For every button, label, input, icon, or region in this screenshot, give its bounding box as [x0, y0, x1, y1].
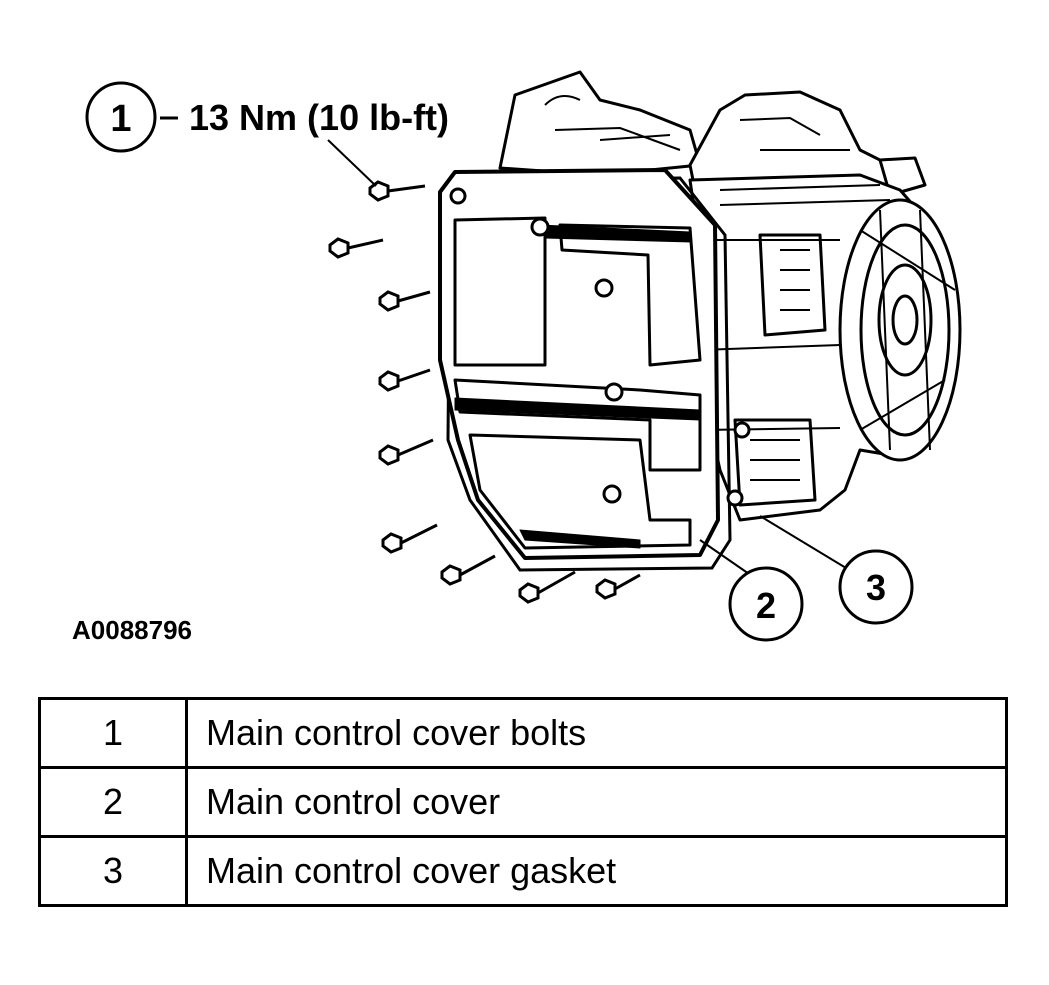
callout-bolts: 1 13 Nm (10 lb-ft): [85, 81, 449, 187]
legend-description: Main control cover bolts: [185, 697, 1008, 769]
main-control-cover: [438, 168, 720, 560]
loose-bolts: [328, 180, 641, 604]
legend-description: Main control cover: [185, 766, 1008, 838]
transmission-diagram: 1 13 Nm (10 lb-ft) 2 3: [85, 70, 962, 642]
cover-bolt-heads: [449, 187, 751, 507]
housing-detail-lines: [544, 95, 956, 481]
legend-number: 2: [38, 766, 188, 838]
callout-gasket-number: 3: [866, 567, 886, 608]
bolt: [378, 368, 431, 392]
torque-spec: 13 Nm (10 lb-ft): [189, 97, 449, 138]
bolt: [378, 438, 434, 466]
table-row: 1 Main control cover bolts: [38, 697, 1008, 769]
bolt: [378, 290, 431, 312]
bolt: [595, 573, 641, 600]
legend-number: 3: [38, 835, 188, 907]
table-row: 2 Main control cover: [38, 766, 1008, 838]
legend-number: 1: [38, 697, 188, 769]
legend-description: Main control cover gasket: [185, 835, 1008, 907]
bolt: [328, 237, 384, 259]
bolt: [518, 570, 576, 604]
callout-bolts-number: 1: [110, 98, 131, 140]
bolt: [368, 180, 426, 202]
callout-gasket: 3: [759, 515, 914, 625]
legend-table: 1 Main control cover bolts 2 Main contro…: [38, 697, 1008, 907]
figure-id: A0088796: [72, 615, 192, 645]
bolt: [440, 554, 496, 586]
table-row: 3 Main control cover gasket: [38, 835, 1008, 907]
callout-cover: 2: [699, 539, 804, 642]
bolt: [381, 523, 438, 554]
callout-cover-number: 2: [756, 585, 776, 626]
